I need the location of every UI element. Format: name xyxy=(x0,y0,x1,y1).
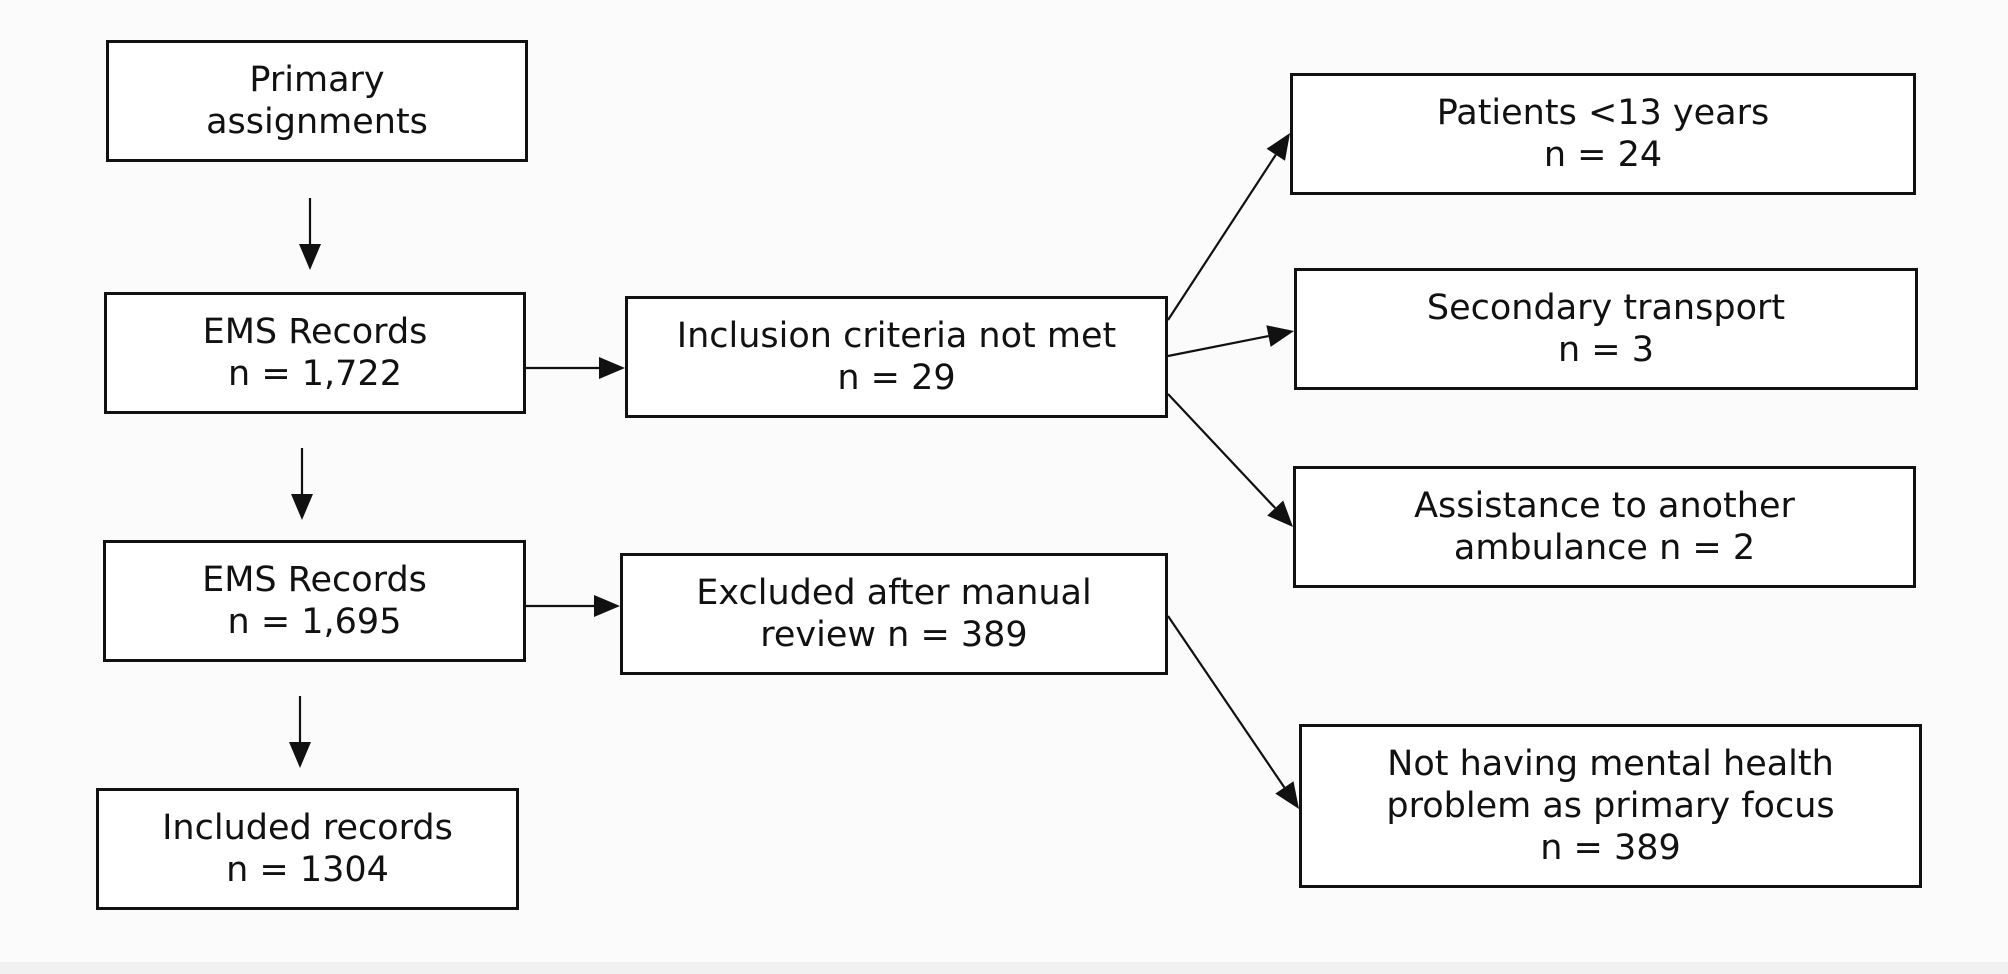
node-ems2-line-2: n = 1,695 xyxy=(227,602,402,642)
node-included-line-2: n = 1304 xyxy=(226,850,389,890)
arrowhead-excluded-to-mentalhealth xyxy=(1275,781,1299,809)
node-inclusion-criteria-not-met: Inclusion criteria not met n = 29 xyxy=(625,296,1168,418)
node-mentalhealth-line-3: n = 389 xyxy=(1540,828,1681,868)
node-excluded-after-manual-review: Excluded after manual review n = 389 xyxy=(620,553,1168,675)
node-patients-under-13: Patients <13 years n = 24 xyxy=(1290,73,1916,195)
node-patients13-line-1: Patients <13 years xyxy=(1436,93,1770,133)
node-mentalhealth-line-1: Not having mental health xyxy=(1387,744,1834,784)
arrowhead-inclusion-to-assistance xyxy=(1267,500,1293,527)
edge-line-inclusion-to-secondary xyxy=(1167,334,1269,358)
node-included-records: Included records n = 1304 xyxy=(96,788,519,910)
arrowhead-inclusion-to-patients13 xyxy=(1266,133,1290,161)
bottom-strip xyxy=(0,962,2008,974)
arrowhead-inclusion-to-secondary xyxy=(1266,325,1294,347)
node-secondary-line-1: Secondary transport xyxy=(1426,288,1786,328)
node-primary-assignments: Primary assignments xyxy=(106,40,528,162)
arrowhead-ems2-to-excluded xyxy=(594,595,620,617)
arrowhead-ems1-to-inclusion xyxy=(599,357,625,379)
node-mentalhealth-line-2: problem as primary focus xyxy=(1386,786,1835,826)
node-patients13-line-2: n = 24 xyxy=(1543,135,1663,175)
node-excluded-line-1: Excluded after manual xyxy=(696,573,1092,613)
node-primary-line-1: Primary xyxy=(249,60,385,100)
node-not-mental-health-primary-focus: Not having mental health problem as prim… xyxy=(1299,724,1922,888)
node-inclusion-line-1: Inclusion criteria not met xyxy=(676,316,1117,356)
arrowhead-ems2-to-included xyxy=(289,742,311,768)
node-included-line-1: Included records xyxy=(162,808,453,848)
node-secondary-line-2: n = 3 xyxy=(1557,330,1655,370)
node-assistance-line-1: Assistance to another xyxy=(1414,486,1795,526)
node-assistance-line-2: ambulance n = 2 xyxy=(1453,528,1756,568)
node-inclusion-line-2: n = 29 xyxy=(837,358,956,398)
arrowhead-primary-to-ems1 xyxy=(299,244,321,270)
edge-line-excluded-to-mentalhealth xyxy=(1167,615,1286,789)
node-ems-records-1695: EMS Records n = 1,695 xyxy=(103,540,526,662)
node-primary-line-2: assignments xyxy=(206,102,428,142)
node-ems-records-1722: EMS Records n = 1,722 xyxy=(104,292,526,414)
node-secondary-transport: Secondary transport n = 3 xyxy=(1294,268,1918,390)
node-ems1-line-2: n = 1,722 xyxy=(228,354,402,394)
node-ems2-line-1: EMS Records xyxy=(202,560,427,600)
node-assistance-to-another-ambulance: Assistance to another ambulance n = 2 xyxy=(1293,466,1916,588)
node-ems1-line-1: EMS Records xyxy=(202,312,428,352)
edge-line-inclusion-to-assistance xyxy=(1167,393,1276,509)
node-excluded-line-2: review n = 389 xyxy=(760,615,1028,655)
edge-line-inclusion-to-patients13 xyxy=(1167,154,1277,321)
arrowhead-ems1-to-ems2 xyxy=(291,494,313,520)
